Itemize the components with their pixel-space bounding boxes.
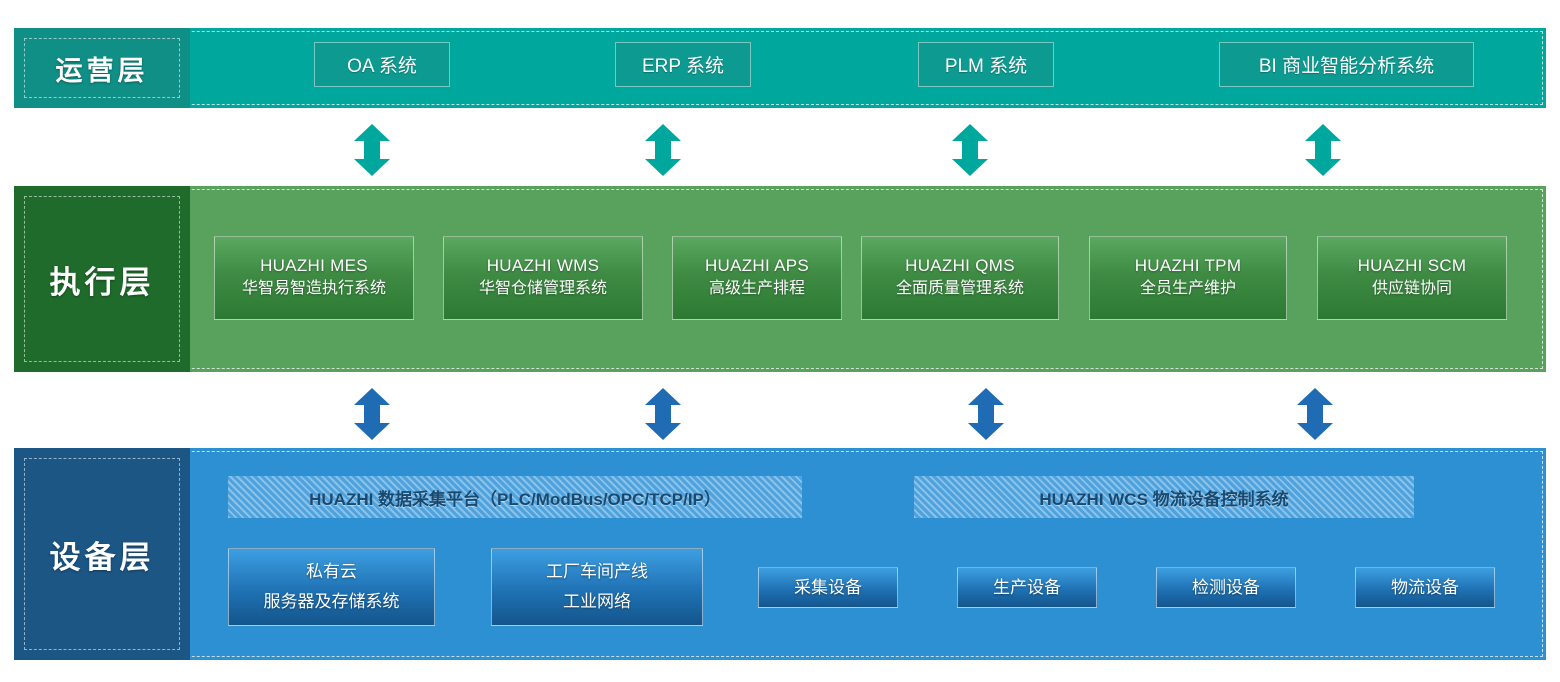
execution-box-wms[interactable]: HUAZHI WMS 华智仓储管理系统 [443,236,643,320]
execution-box-qms-en: HUAZHI QMS [905,256,1015,275]
double-headed-vertical-arrow-icon [350,388,394,440]
device-layer-body: HUAZHI 数据采集平台（PLC/ModBus/OPC/TCP/IP） HUA… [190,448,1546,660]
device-banner-wcs[interactable]: HUAZHI WCS 物流设备控制系统 [914,476,1414,518]
execution-layer-label: 执行层 [49,264,155,300]
execution-box-tpm-en: HUAZHI TPM [1134,256,1242,275]
double-headed-vertical-arrow-icon [948,124,992,176]
device-box-inspection-equipment[interactable]: 检测设备 [1156,567,1296,608]
execution-layer: 执行层 HUAZHI MES 华智易智造执行系统 HUAZHI WMS 华智仓储… [14,186,1546,372]
double-headed-vertical-arrow-icon [641,124,685,176]
device-box-production-equipment-label: 生产设备 [993,577,1061,597]
device-box-production-equipment[interactable]: 生产设备 [957,567,1097,608]
device-box-factory-line-line1: 工厂车间产线 [546,562,648,581]
operations-box-plm[interactable]: PLM 系统 [918,42,1054,87]
operations-layer: 运营层 OA 系统 ERP 系统 PLM 系统 BI 商业智能分析系统 [14,28,1546,108]
execution-box-qms-cn: 全面质量管理系统 [895,280,1024,297]
device-box-acquisition-equipment-label: 采集设备 [794,577,862,597]
operations-box-erp[interactable]: ERP 系统 [615,42,751,87]
execution-box-aps-en: HUAZHI APS [704,256,810,275]
execution-box-tpm-cn: 全员生产维护 [1139,280,1236,297]
operations-layer-body: OA 系统 ERP 系统 PLM 系统 BI 商业智能分析系统 [190,28,1546,108]
execution-box-tpm[interactable]: HUAZHI TPM 全员生产维护 [1089,236,1287,320]
device-layer-header: 设备层 [14,448,190,660]
execution-box-mes-en: HUAZHI MES [260,256,368,275]
double-headed-vertical-arrow-icon [350,124,394,176]
device-box-private-cloud-line2: 服务器及存储系统 [263,592,400,611]
execution-box-scm-cn: 供应链协同 [1371,280,1452,297]
execution-layer-body: HUAZHI MES 华智易智造执行系统 HUAZHI WMS 华智仓储管理系统… [190,186,1546,372]
execution-box-scm[interactable]: HUAZHI SCM 供应链协同 [1317,236,1507,320]
double-headed-vertical-arrow-icon [964,388,1008,440]
operations-box-bi[interactable]: BI 商业智能分析系统 [1219,42,1474,87]
execution-box-mes[interactable]: HUAZHI MES 华智易智造执行系统 [214,236,414,320]
execution-layer-header: 执行层 [14,186,190,372]
device-box-acquisition-equipment[interactable]: 采集设备 [758,567,898,608]
double-headed-vertical-arrow-icon [1301,124,1345,176]
operations-layer-header: 运营层 [14,28,190,108]
device-box-logistics-equipment-label: 物流设备 [1391,577,1459,597]
operations-box-oa[interactable]: OA 系统 [314,42,450,87]
device-box-logistics-equipment[interactable]: 物流设备 [1355,567,1495,608]
execution-box-scm-en: HUAZHI SCM [1357,256,1467,275]
operations-layer-label: 运营层 [55,55,149,86]
device-box-inspection-equipment-label: 检测设备 [1192,577,1260,597]
execution-box-qms[interactable]: HUAZHI QMS 全面质量管理系统 [861,236,1059,320]
device-banner-data-acquisition-platform[interactable]: HUAZHI 数据采集平台（PLC/ModBus/OPC/TCP/IP） [228,476,802,518]
execution-box-aps-cn: 高级生产排程 [708,280,805,297]
device-layer: 设备层 HUAZHI 数据采集平台（PLC/ModBus/OPC/TCP/IP）… [14,448,1546,660]
double-headed-vertical-arrow-icon [1293,388,1337,440]
double-headed-vertical-arrow-icon [641,388,685,440]
device-box-private-cloud[interactable]: 私有云 服务器及存储系统 [228,548,435,626]
device-box-private-cloud-line1: 私有云 [306,562,357,581]
execution-box-wms-cn: 华智仓储管理系统 [478,280,607,297]
device-box-factory-line[interactable]: 工厂车间产线 工业网络 [491,548,703,626]
execution-box-mes-cn: 华智易智造执行系统 [241,280,386,297]
device-box-factory-line-line2: 工业网络 [563,592,631,611]
execution-box-aps[interactable]: HUAZHI APS 高级生产排程 [672,236,842,320]
execution-box-wms-en: HUAZHI WMS [486,256,600,275]
device-layer-label: 设备层 [49,539,155,575]
